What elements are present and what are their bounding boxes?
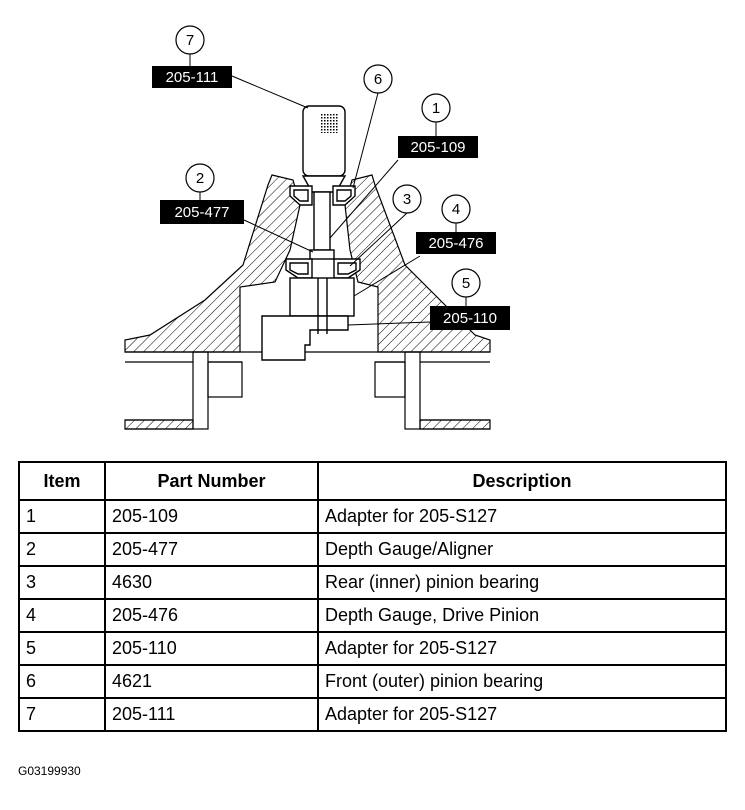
part-number-cell: 4621 [104, 664, 319, 699]
part-number-cell: 205-477 [104, 532, 319, 567]
callout-6: 6 [363, 64, 393, 94]
callout-7: 7 205-111 [152, 25, 232, 88]
svg-text:1: 1 [432, 100, 440, 117]
svg-text:205-111: 205-111 [166, 69, 219, 86]
leader-lines [189, 54, 467, 326]
part-number-cell: 205-111 [104, 697, 319, 732]
table-row: 3 4630 Rear (inner) pinion bearing [18, 565, 727, 600]
svg-text:7: 7 [186, 32, 194, 49]
callout-2: 2 205-477 [160, 163, 244, 224]
svg-text:3: 3 [403, 191, 411, 208]
svg-text:4: 4 [452, 201, 460, 218]
header-description: Description [317, 461, 727, 501]
part-number-cell: 4630 [104, 565, 319, 600]
description-cell: Rear (inner) pinion bearing [317, 565, 727, 600]
svg-text:205-110: 205-110 [443, 310, 497, 327]
svg-text:2: 2 [196, 170, 204, 187]
description-cell: Depth Gauge/Aligner [317, 532, 727, 567]
carrier-base [124, 351, 491, 430]
callout-1: 1 205-109 [398, 93, 478, 158]
item-cell: 6 [18, 664, 106, 699]
callout-4: 4 205-476 [416, 194, 496, 254]
item-cell: 7 [18, 697, 106, 732]
svg-text:6: 6 [374, 71, 382, 88]
description-cell: Adapter for 205-S127 [317, 499, 727, 534]
tool-stack [261, 105, 361, 361]
callout-3: 3 [392, 184, 422, 214]
header-part-number: Part Number [104, 461, 319, 501]
part-number-cell: 205-110 [104, 631, 319, 666]
table-header-row: Item Part Number Description [18, 461, 727, 501]
part-number-cell: 205-476 [104, 598, 319, 633]
parts-table: Item Part Number Description 1 205-109 A… [18, 461, 727, 732]
table-row: 2 205-477 Depth Gauge/Aligner [18, 532, 727, 567]
table-row: 6 4621 Front (outer) pinion bearing [18, 664, 727, 699]
svg-text:205-476: 205-476 [428, 235, 483, 252]
svg-text:205-477: 205-477 [174, 204, 229, 221]
description-cell: Depth Gauge, Drive Pinion [317, 598, 727, 633]
item-cell: 3 [18, 565, 106, 600]
table-row: 4 205-476 Depth Gauge, Drive Pinion [18, 598, 727, 633]
item-cell: 1 [18, 499, 106, 534]
part-number-cell: 205-109 [104, 499, 319, 534]
figure-code: G03199930 [18, 764, 81, 778]
header-item: Item [18, 461, 106, 501]
table-row: 5 205-110 Adapter for 205-S127 [18, 631, 727, 666]
item-cell: 2 [18, 532, 106, 567]
item-cell: 4 [18, 598, 106, 633]
description-cell: Adapter for 205-S127 [317, 631, 727, 666]
callout-5: 5 205-110 [430, 268, 510, 330]
description-cell: Front (outer) pinion bearing [317, 664, 727, 699]
svg-text:5: 5 [462, 275, 470, 292]
description-cell: Adapter for 205-S127 [317, 697, 727, 732]
table-row: 7 205-111 Adapter for 205-S127 [18, 697, 727, 732]
item-cell: 5 [18, 631, 106, 666]
table-row: 1 205-109 Adapter for 205-S127 [18, 499, 727, 534]
tool-assembly-diagram: 7 205-111 6 1 205-109 2 205-477 3 4 205-… [124, 25, 510, 430]
svg-text:205-109: 205-109 [410, 139, 465, 156]
